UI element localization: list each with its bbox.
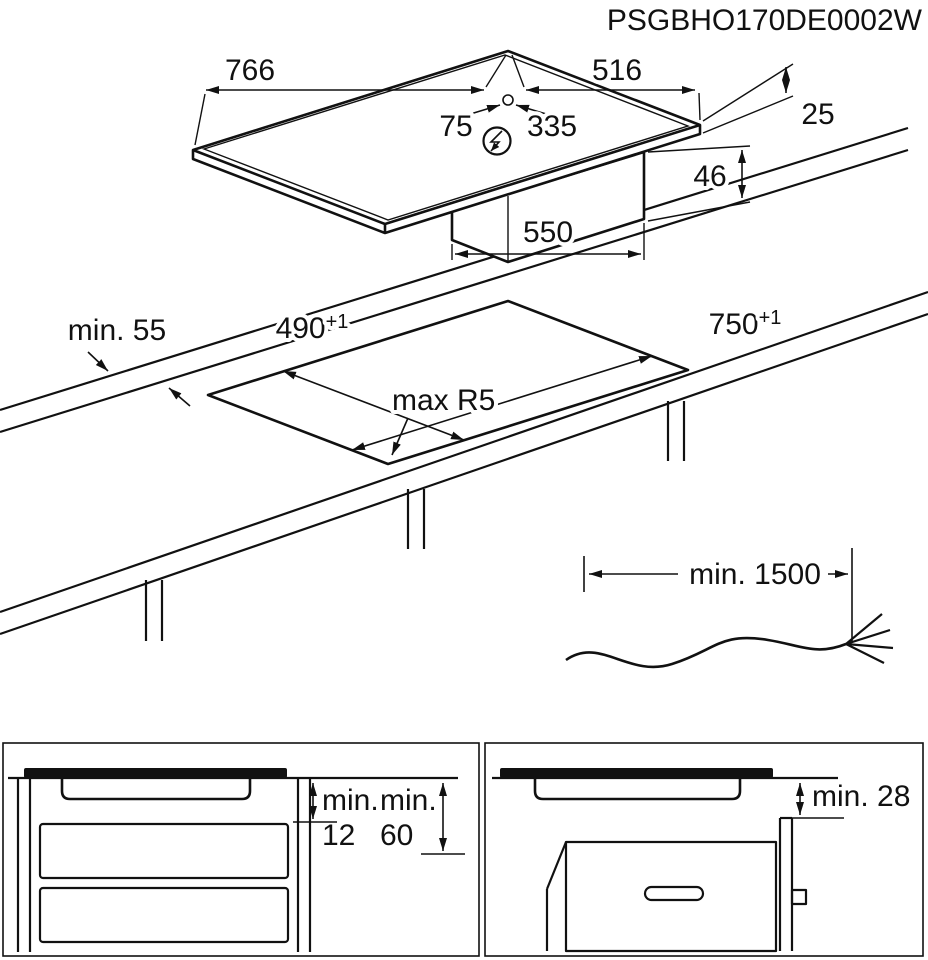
dim-box-width-label: 550 (523, 216, 573, 249)
dim-cable-length-label: min. 1500 (689, 558, 821, 591)
dim-drawer-gap-value: 12 (322, 819, 355, 852)
built-in-oven (545, 840, 778, 953)
dim-shelf-gap: min. 60 (380, 783, 465, 855)
dim-cutout-width: 750+1 (351, 303, 785, 451)
cabinet-walls (16, 778, 312, 952)
hob-glass-side-view (500, 768, 773, 778)
power-connection-icon (482, 126, 512, 156)
dim-box-height: 46 (647, 145, 751, 222)
dim-cable-offset-left-label: 75 (439, 110, 472, 143)
dim-hob-width-label: 766 (225, 54, 275, 87)
dim-edge-clearance-label: min. 55 (68, 314, 166, 347)
latch-knob (790, 888, 808, 906)
hob-box-side-view (533, 778, 742, 801)
dim-drawer-gap-min-label: min. (322, 784, 379, 817)
dim-drawer-gap: min. 12 (293, 783, 379, 852)
dim-corner-radius-label: max R5 (392, 384, 495, 417)
drawer-front-top (38, 822, 290, 880)
dim-cutout-width-label: 750+1 (709, 307, 782, 341)
worktop-back-edge-lines (0, 126, 909, 434)
cable-curve (565, 636, 847, 669)
dim-oven-gap: min. 28 (782, 780, 910, 819)
hob-glass-side-view (24, 768, 287, 778)
document-code: PSGBHO170DE0002W (607, 4, 923, 37)
dim-shelf-gap-min-label: min. (380, 784, 437, 817)
dim-hob-width: 766 (194, 50, 507, 146)
dim-oven-gap-label: min. 28 (812, 780, 910, 813)
dim-cutout-depth: 490+1 (272, 307, 465, 441)
cable-wire-strands (845, 613, 894, 664)
mains-cable-drawing: min. 1500 (565, 548, 894, 669)
drawer-front-bottom (38, 886, 290, 944)
cutout-opening (206, 299, 690, 466)
cabinet-divider (778, 816, 808, 951)
dim-shelf-gap-value: 60 (380, 819, 413, 852)
drawer-clearance-panel: min. 12 min. 60 (2, 742, 480, 957)
oven-handle (643, 885, 705, 902)
dim-box-height-label: 46 (693, 160, 726, 193)
dim-hob-thickness: 25 (702, 63, 839, 135)
dim-box-width: 550 (451, 212, 645, 260)
oven-clearance-panel: min. 28 (484, 742, 924, 957)
cabinet-legs (144, 401, 686, 641)
worktop-front-edge-lines (0, 290, 928, 636)
dim-cable-offset-right-label: 335 (527, 110, 577, 143)
hob-box-side-view (60, 778, 252, 801)
dim-hob-depth: 516 (511, 50, 701, 121)
cable-entry-marker: 75 335 (435, 94, 581, 147)
dim-corner-radius: max R5 (388, 380, 499, 456)
dim-edge-clearance: min. 55 (64, 310, 191, 407)
dim-cutout-depth-label: 490+1 (276, 311, 349, 345)
dim-hob-thickness-label: 25 (801, 98, 834, 131)
dim-hob-depth-label: 516 (592, 54, 642, 87)
